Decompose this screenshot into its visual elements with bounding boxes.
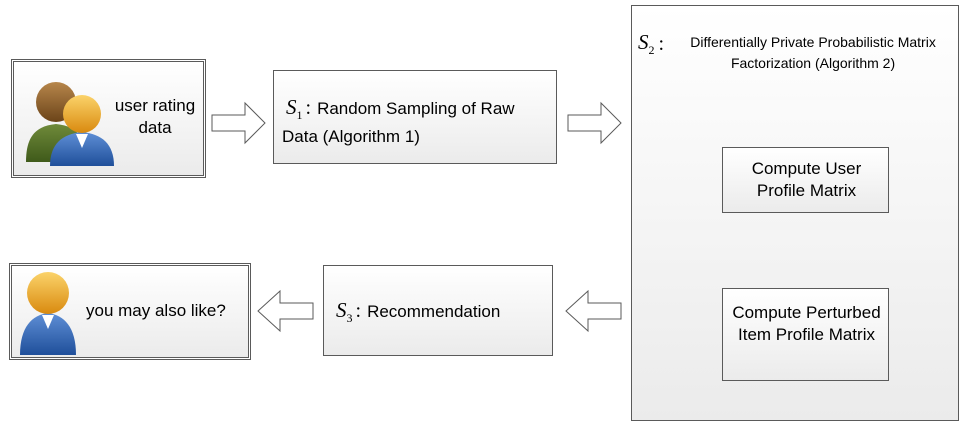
arrow-s1-to-s2	[567, 101, 622, 145]
two-users-icon	[26, 82, 114, 166]
step3-symbol: S3	[336, 298, 353, 325]
compute-item-profile-label: Compute Perturbed Item Profile Matrix	[732, 303, 881, 344]
step1-text: S1:Random Sampling of Raw Data (Algorith…	[282, 95, 515, 146]
compute-user-profile-label: Compute User Profile Matrix	[751, 159, 862, 200]
single-user-icon	[20, 272, 76, 355]
step2-symbol: S2	[638, 30, 655, 58]
input-box: user rating data	[13, 61, 204, 176]
arrow-s2-to-s3	[565, 289, 622, 333]
step3-box: S3:Recommendation	[323, 265, 553, 356]
step2-label: Differentially Private Probabilistic Mat…	[690, 34, 936, 71]
step3-label: Recommendation	[367, 302, 501, 321]
step1-box: S1:Random Sampling of Raw Data (Algorith…	[273, 70, 557, 164]
arrow-input-to-s1	[211, 101, 266, 145]
input-box-label: user rating data	[114, 96, 196, 137]
arrow-s3-to-output	[257, 289, 314, 333]
step3-text: S3:Recommendation	[336, 298, 501, 325]
output-box-label: you may also like?	[86, 301, 226, 320]
step1-label: Random Sampling of Raw Data (Algorithm 1…	[282, 99, 515, 146]
output-box: you may also like?	[11, 265, 249, 358]
step1-symbol: S1	[286, 95, 303, 122]
step2-header: S2:Differentially Private Probabilistic …	[638, 32, 956, 74]
compute-user-profile-box: Compute User Profile Matrix	[722, 147, 889, 213]
compute-item-profile-box: Compute Perturbed Item Profile Matrix	[722, 288, 889, 381]
